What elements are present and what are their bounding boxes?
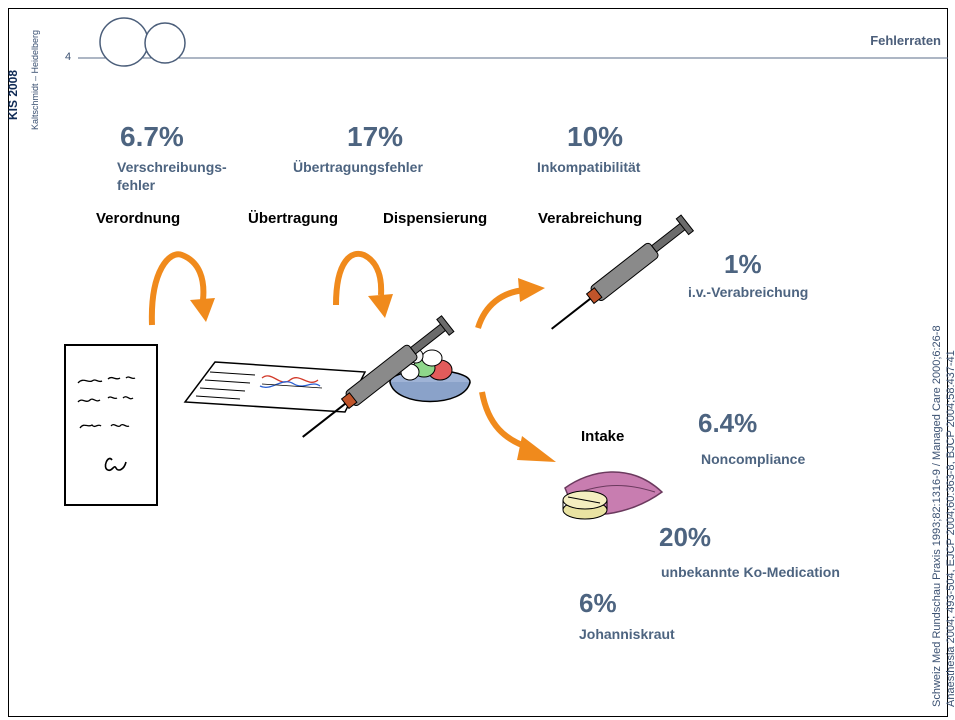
comedication-label: unbekannte Ko-Medication	[661, 564, 840, 580]
references: Schweiz Med Rundschau Praxis 1993;82:131…	[930, 247, 955, 707]
author-label: Kaltschmidt – Heidelberg	[30, 29, 40, 130]
comedication-percent: 20%	[659, 522, 712, 552]
curved-arrow-icon	[333, 250, 385, 306]
prescription-label-2: fehler	[117, 177, 156, 193]
step-verordnung: Verordnung	[96, 210, 181, 227]
prescription-percent: 6.7%	[120, 121, 184, 152]
prescription-note-icon	[64, 344, 158, 506]
noncompliance-percent: 6.4%	[698, 408, 758, 438]
document-chart-icon	[183, 361, 367, 413]
mouth-pill-icon	[562, 471, 664, 520]
syringe-icon	[302, 315, 455, 438]
step-intake: Intake	[581, 428, 625, 445]
conference-label: KIS 2008	[6, 69, 20, 120]
stjohns-label: Johanniskraut	[579, 626, 675, 642]
arrow-head-icon	[518, 278, 545, 302]
step-dispensierung: Dispensierung	[383, 210, 488, 227]
step-uebertragung: Übertragung	[248, 210, 338, 227]
curved-arrow-icon	[475, 287, 526, 329]
incompatibility-label: Inkompatibilität	[537, 159, 641, 175]
noncompliance-label: Noncompliance	[701, 451, 806, 467]
arrow-head-icon	[517, 436, 556, 462]
slide-title: Fehlerraten	[870, 33, 941, 48]
arrow-head-icon	[190, 298, 215, 322]
prescription-label-1: Verschreibungs-	[117, 159, 227, 175]
reference-line-1: Schweiz Med Rundschau Praxis 1993;82:131…	[931, 325, 943, 707]
transcription-label: Übertragungsfehler	[293, 159, 423, 175]
transcription-percent: 17%	[347, 121, 404, 152]
header-circle-right	[144, 22, 186, 64]
incompatibility-percent: 10%	[567, 121, 624, 152]
stjohns-percent: 6%	[579, 588, 617, 618]
syringe-icon	[551, 214, 695, 330]
step-verabreichung: Verabreichung	[538, 210, 643, 227]
header-circle-left	[99, 17, 149, 67]
iv-percent: 1%	[724, 249, 762, 279]
iv-label: i.v.-Verabreichung	[688, 284, 809, 300]
page-number: 4	[65, 51, 72, 63]
reference-line-2: Anaesthesia 2004; 493-504, EJCP 2004;60:…	[945, 350, 955, 707]
arrow-head-icon	[368, 294, 393, 318]
curved-arrow-icon	[148, 251, 207, 326]
